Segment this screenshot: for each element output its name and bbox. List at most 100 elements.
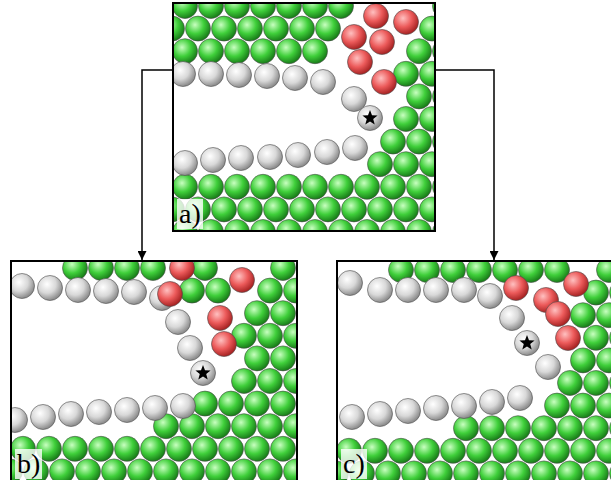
bulk-atom bbox=[381, 129, 406, 154]
bulk-atom bbox=[186, 16, 211, 41]
bulk-atom bbox=[245, 301, 270, 326]
bulk-atom bbox=[173, 39, 198, 64]
panel-label: c) bbox=[341, 449, 367, 479]
bulk-atom bbox=[584, 461, 609, 480]
surface-atom bbox=[500, 306, 525, 331]
bulk-atom bbox=[420, 197, 437, 222]
bulk-atom bbox=[368, 152, 393, 177]
bulk-atom bbox=[329, 2, 354, 19]
bulk-atom bbox=[206, 459, 231, 480]
atom-panel bbox=[10, 260, 298, 480]
surface-atom bbox=[258, 145, 283, 170]
surface-atom bbox=[87, 400, 112, 425]
surface-atom bbox=[424, 396, 449, 421]
bulk-atom bbox=[420, 61, 437, 86]
dislocation-atom bbox=[208, 306, 233, 331]
dislocation-atom bbox=[170, 260, 195, 281]
bulk-atom bbox=[394, 197, 419, 222]
bulk-atom bbox=[571, 348, 596, 373]
star-marker bbox=[195, 365, 210, 379]
bulk-atom bbox=[407, 129, 432, 154]
bulk-atom bbox=[271, 436, 296, 461]
surface-atom bbox=[311, 70, 336, 95]
surface-atom bbox=[31, 405, 56, 430]
bulk-atom bbox=[506, 416, 531, 441]
surface-atom bbox=[172, 62, 196, 87]
bulk-atom bbox=[402, 461, 427, 480]
bulk-atom bbox=[232, 369, 257, 394]
bulk-atom bbox=[610, 371, 611, 396]
surface-atom bbox=[173, 151, 198, 176]
bulk-atom bbox=[394, 107, 419, 132]
bulk-atom bbox=[277, 2, 302, 19]
bulk-atom bbox=[271, 260, 296, 281]
bulk-atom bbox=[558, 416, 583, 441]
bulk-atom bbox=[115, 436, 140, 461]
panel-frame: b) bbox=[10, 260, 298, 480]
surface-atom bbox=[396, 399, 421, 424]
bulk-atom bbox=[193, 436, 218, 461]
bulk-atom bbox=[264, 16, 289, 41]
surface-atom bbox=[122, 280, 147, 305]
surface-atom bbox=[94, 279, 119, 304]
bulk-atom bbox=[63, 260, 88, 281]
surface-atom bbox=[508, 386, 533, 411]
surface-atom bbox=[10, 408, 28, 433]
surface-atom bbox=[338, 271, 363, 296]
bulk-atom bbox=[545, 438, 570, 463]
bulk-atom bbox=[532, 416, 557, 441]
bulk-atom bbox=[219, 391, 244, 416]
dislocation-atom bbox=[342, 25, 367, 50]
atom-panel bbox=[336, 260, 611, 480]
bulk-atom bbox=[284, 414, 299, 439]
bulk-atom bbox=[258, 369, 283, 394]
bulk-atom bbox=[89, 260, 114, 281]
bulk-atom bbox=[251, 174, 276, 199]
bulk-atom bbox=[89, 436, 114, 461]
surface-atom bbox=[424, 278, 449, 303]
bulk-atom bbox=[284, 459, 299, 480]
surface-atom bbox=[536, 355, 561, 380]
bulk-atom bbox=[284, 278, 299, 303]
bulk-atom bbox=[251, 39, 276, 64]
surface-atom bbox=[396, 278, 421, 303]
bulk-atom bbox=[141, 436, 166, 461]
bulk-atom bbox=[258, 323, 283, 348]
bulk-atom bbox=[610, 416, 611, 441]
surface-atom bbox=[10, 274, 35, 299]
bulk-atom bbox=[610, 325, 611, 350]
bulk-atom bbox=[571, 303, 596, 328]
bulk-atom bbox=[284, 323, 299, 348]
bulk-atom bbox=[597, 393, 611, 418]
crack-tip-atom bbox=[191, 361, 216, 386]
bulk-atom bbox=[271, 391, 296, 416]
bulk-atom bbox=[376, 461, 401, 480]
surface-atom bbox=[286, 143, 311, 168]
bulk-atom bbox=[480, 416, 505, 441]
bulk-atom bbox=[167, 436, 192, 461]
flow-arrow bbox=[142, 70, 172, 260]
dislocation-atom bbox=[564, 272, 589, 297]
bulk-atom bbox=[389, 438, 414, 463]
panel-frame: c) bbox=[336, 260, 611, 480]
bulk-atom bbox=[245, 391, 270, 416]
dislocation-atom bbox=[394, 10, 419, 35]
bulk-atom bbox=[355, 174, 380, 199]
bulk-atom bbox=[199, 39, 224, 64]
bulk-atom bbox=[180, 459, 205, 480]
bulk-atom bbox=[415, 438, 440, 463]
bulk-atom bbox=[193, 391, 218, 416]
surface-atom bbox=[452, 394, 477, 419]
bulk-atom bbox=[597, 260, 611, 283]
bulk-atom bbox=[258, 278, 283, 303]
surface-atom bbox=[199, 62, 224, 87]
surface-atom bbox=[143, 396, 168, 421]
bulk-atom bbox=[199, 2, 224, 19]
bulk-atom bbox=[225, 2, 250, 19]
bulk-atom bbox=[303, 39, 328, 64]
crack-tip-atom bbox=[515, 331, 540, 356]
bulk-atom bbox=[303, 174, 328, 199]
bulk-atom bbox=[271, 346, 296, 371]
